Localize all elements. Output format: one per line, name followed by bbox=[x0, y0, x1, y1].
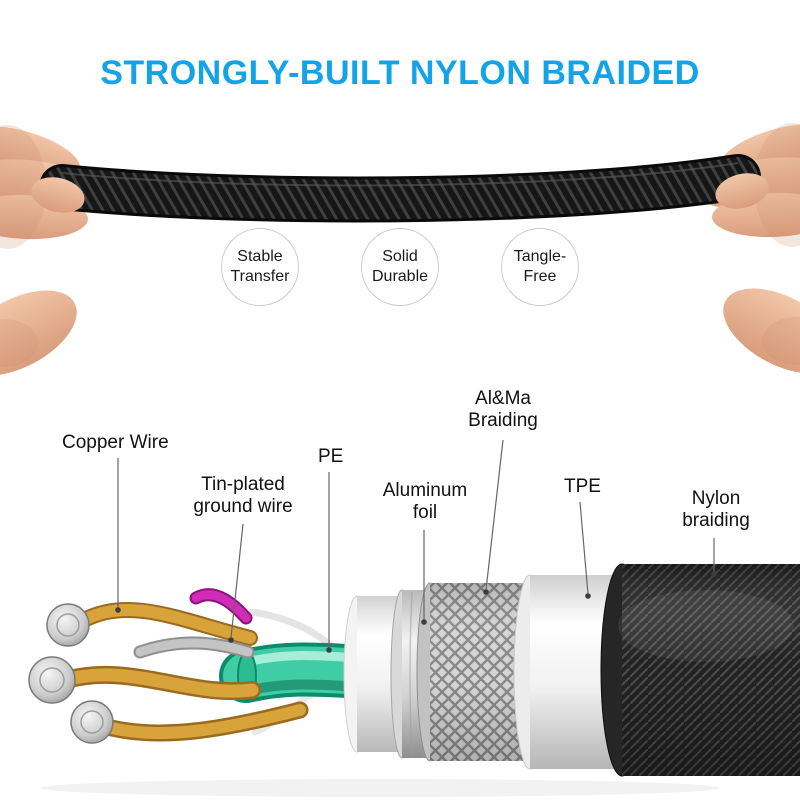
inner-wires bbox=[28, 588, 395, 744]
feature-badges: Stable Transfer Solid Durable Tangle- Fr… bbox=[0, 228, 800, 306]
copper-wire-upper bbox=[76, 601, 258, 646]
feature-badge-stable-transfer: Stable Transfer bbox=[221, 228, 299, 306]
cable-shadow bbox=[40, 779, 720, 797]
label-nylon-braiding: Nylon braiding bbox=[682, 488, 750, 532]
nylon-braiding-layer bbox=[600, 563, 800, 777]
cable-stretch-photo bbox=[0, 123, 800, 376]
copper-wire-lower bbox=[95, 701, 309, 742]
magenta-wire bbox=[189, 588, 253, 625]
feature-badge-solid-durable: Solid Durable bbox=[361, 228, 439, 306]
feature-badge-tangle-free: Tangle- Free bbox=[501, 228, 579, 306]
right-hand-front bbox=[715, 173, 800, 374]
braided-cable-photo bbox=[39, 154, 761, 223]
label-copper-wire: Copper Wire bbox=[62, 432, 169, 453]
leader-dots bbox=[115, 571, 717, 653]
label-tin-plated-ground-wire: Tin-plated ground wire bbox=[193, 474, 293, 518]
stranded-wire-tips bbox=[28, 603, 114, 744]
label-pe: PE bbox=[318, 446, 344, 467]
leader-lines bbox=[117, 439, 715, 648]
tin-plated-ground-wire bbox=[133, 636, 255, 659]
label-aluminum-foil: Aluminum foil bbox=[382, 480, 468, 524]
left-hand-front bbox=[0, 177, 85, 376]
label-tpe: TPE bbox=[564, 476, 601, 497]
cable-cross-section bbox=[28, 439, 800, 797]
label-al-ma-braiding: Al&Ma Braiding bbox=[468, 388, 538, 432]
copper-wire-middle bbox=[57, 665, 261, 701]
page-title: STRONGLY-BUILT NYLON BRAIDED bbox=[100, 54, 700, 92]
